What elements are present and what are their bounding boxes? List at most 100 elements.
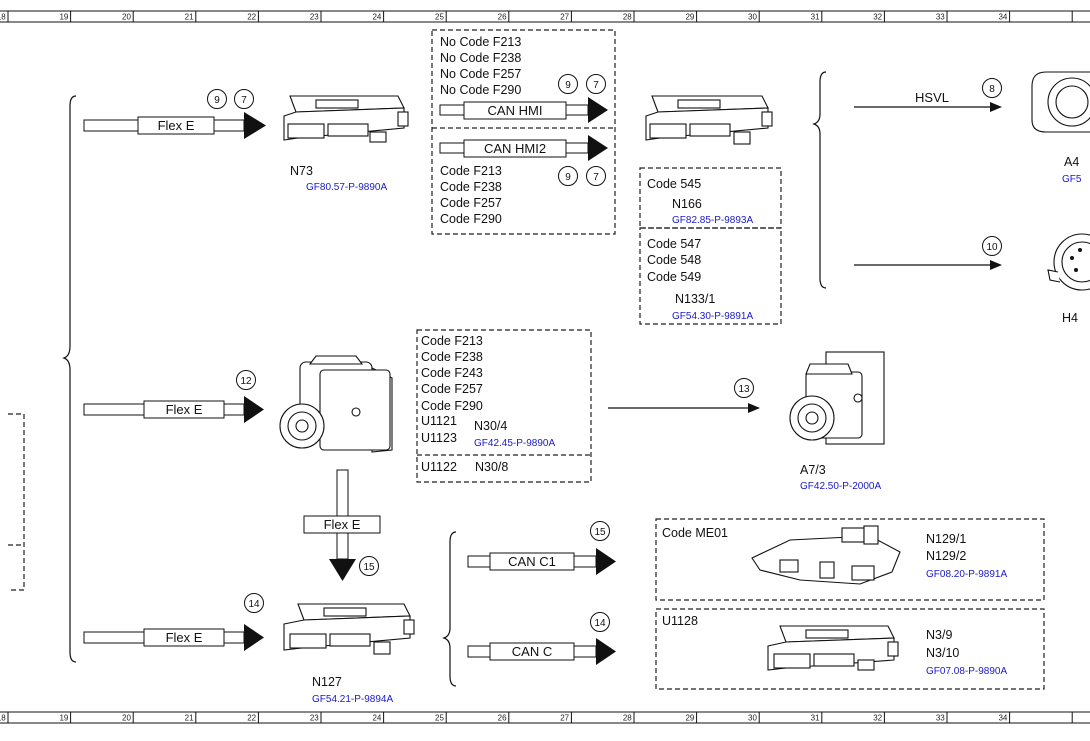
mid-code-box xyxy=(416,329,592,483)
a7-3-ref: GF42.50-P-2000A xyxy=(800,481,881,492)
can-hmi-connector: CAN HMI xyxy=(439,97,608,123)
code-f238-top: Code F238 xyxy=(440,180,502,194)
ruler-label: 18 xyxy=(0,13,6,22)
flex-e-connector-2: Flex E xyxy=(83,396,264,423)
ruler-label: 24 xyxy=(372,13,381,22)
ruler-label: 25 xyxy=(435,13,444,22)
ruler-label: 21 xyxy=(185,13,194,22)
conn-circle-10 xyxy=(982,236,1002,256)
u1128-label: U1128 xyxy=(662,614,698,628)
n129-1-label: N129/1 xyxy=(926,532,966,546)
flex-e-label-3: Flex E xyxy=(166,630,203,645)
conn-number-7b: 7 xyxy=(593,172,599,183)
n3-9-label: N3/9 xyxy=(926,628,952,642)
ruler-label: 27 xyxy=(560,714,569,723)
ruler-label: 21 xyxy=(185,714,194,723)
conn-number-15-right: 15 xyxy=(594,527,606,538)
ruler-label: 31 xyxy=(811,13,820,22)
hmi-control-unit xyxy=(645,95,773,145)
bottom-brace xyxy=(442,531,457,687)
hsvl-label: HSVL xyxy=(915,90,949,105)
n30-actuator-unit xyxy=(279,355,393,453)
ruler-label: 25 xyxy=(435,714,444,723)
ruler-label: 30 xyxy=(748,13,757,22)
ruler-label: 20 xyxy=(122,714,131,723)
code-f257-mid: Code F257 xyxy=(421,382,483,396)
ruler-top: 1819202122232425262728293031323334 xyxy=(0,10,1090,23)
conn-circle-8 xyxy=(982,78,1002,98)
ruler-label: 19 xyxy=(59,13,68,22)
can-hmi-label: CAN HMI xyxy=(488,103,543,118)
top-code-box xyxy=(431,29,616,235)
u1122-label: U1122 xyxy=(421,460,457,474)
flex-e-connector-3: Flex E xyxy=(83,624,264,651)
ruler-label: 26 xyxy=(498,13,507,22)
can-c-connector: CAN C xyxy=(467,638,616,665)
conn-circle-7a xyxy=(586,74,606,94)
u1128-box xyxy=(655,608,1045,690)
a4-label: A4 xyxy=(1064,155,1079,169)
conn-circle-9a xyxy=(558,74,578,94)
n3-ref: GF07.08-P-9890A xyxy=(926,666,1007,677)
n127-label: N127 xyxy=(312,675,342,689)
code-f238-mid: Code F238 xyxy=(421,350,483,364)
conn-number-14-right: 14 xyxy=(594,618,606,629)
ruler-label: 24 xyxy=(372,714,381,723)
n73-label: N73 xyxy=(290,164,313,178)
no-code-f213: No Code F213 xyxy=(440,35,521,49)
n30-4-ref: GF42.45-P-9890A xyxy=(474,438,555,449)
a7-3-label: A7/3 xyxy=(800,463,826,477)
conn-circle-7b xyxy=(586,166,606,186)
ruler-label: 22 xyxy=(247,714,256,723)
ruler-label: 26 xyxy=(498,714,507,723)
ruler-label: 33 xyxy=(936,714,945,723)
ruler-label: 32 xyxy=(873,714,882,723)
ruler-label: 18 xyxy=(0,714,6,723)
can-hmi2-label: CAN HMI2 xyxy=(484,141,546,156)
n133-box xyxy=(639,227,782,325)
u1121-label: U1121 xyxy=(421,414,457,428)
code-548: Code 548 xyxy=(647,253,701,267)
flex-e-label-1: Flex E xyxy=(158,118,195,133)
code-f213-mid: Code F213 xyxy=(421,334,483,348)
n129-ref: GF08.20-P-9891A xyxy=(926,569,1007,580)
conn-circle-12 xyxy=(236,370,256,390)
conn-number-7: 7 xyxy=(241,95,247,106)
ruler-label: 27 xyxy=(560,13,569,22)
ruler-label: 33 xyxy=(936,13,945,22)
left-brace xyxy=(62,95,77,663)
flex-e-vertical-connector: Flex E xyxy=(303,469,381,581)
conn-circle-9 xyxy=(207,89,227,109)
conn-circle-13 xyxy=(734,378,754,398)
n166-label: N166 xyxy=(672,197,702,211)
can-c1-connector: CAN C1 xyxy=(467,548,616,575)
code-f243-mid: Code F243 xyxy=(421,366,483,380)
n127-control-unit xyxy=(283,603,415,655)
code-f290-top: Code F290 xyxy=(440,212,502,226)
n129-2-label: N129/2 xyxy=(926,549,966,563)
ruler-label: 22 xyxy=(247,13,256,22)
a4-device xyxy=(1031,71,1090,133)
no-code-f238: No Code F238 xyxy=(440,51,521,65)
n166-ref: GF82.85-P-9893A xyxy=(672,215,753,226)
right-brace xyxy=(812,71,827,289)
arrow-10-head xyxy=(990,260,1002,270)
u1123-label: U1123 xyxy=(421,431,457,445)
code-me01: Code ME01 xyxy=(662,526,728,540)
conn-number-10: 10 xyxy=(986,242,998,253)
code-547: Code 547 xyxy=(647,237,701,251)
conn-number-9: 9 xyxy=(214,95,220,106)
code-549: Code 549 xyxy=(647,270,701,284)
code-f290-mid: Code F290 xyxy=(421,399,483,413)
conn-number-9b: 9 xyxy=(565,172,571,183)
ruler-label: 34 xyxy=(998,13,1007,22)
n73-control-unit xyxy=(283,95,409,143)
conn-circle-7 xyxy=(234,89,254,109)
conn-number-13: 13 xyxy=(738,384,750,395)
flex-e-connector-1: Flex E xyxy=(83,112,266,139)
conn-number-8: 8 xyxy=(989,84,995,95)
hsvl-arrowhead xyxy=(990,102,1002,112)
n133-ref: GF54.30-P-9891A xyxy=(672,311,753,322)
can-c1-label: CAN C1 xyxy=(508,554,556,569)
